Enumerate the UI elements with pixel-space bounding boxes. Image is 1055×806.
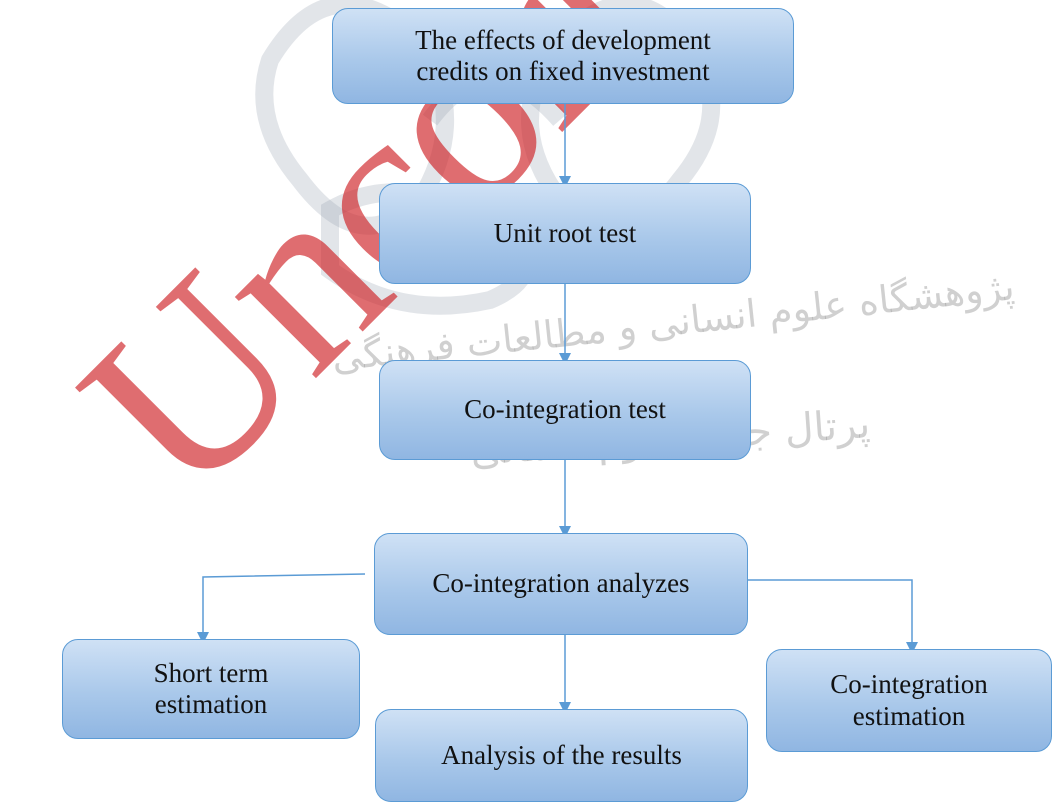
node-label: The effects of development credits on fi… [415,24,711,86]
node-label: Analysis of the results [441,739,682,770]
node-label: Co-integration test [464,394,666,425]
node-label: Co-integration analyzes [432,568,690,599]
node-analysis-of-the-results: Analysis of the results [375,709,748,802]
node-label: Short term estimation [153,657,269,719]
node-co-integration-test: Co-integration test [379,360,751,460]
node-label: Unit root test [493,217,637,248]
node-label: Co-integration estimation [830,669,988,731]
arrow-n4-n5 [197,573,366,644]
node-unit-root-test: Unit root test [379,183,751,284]
node-effects-of-development-credits: The effects of development credits on fi… [332,8,794,104]
arrow-n4-n7 [748,579,918,654]
node-co-integration-analyzes: Co-integration analyzes [374,533,748,635]
node-short-term-estimation: Short term estimation [62,639,360,739]
node-co-integration-estimation: Co-integration estimation [766,649,1052,752]
